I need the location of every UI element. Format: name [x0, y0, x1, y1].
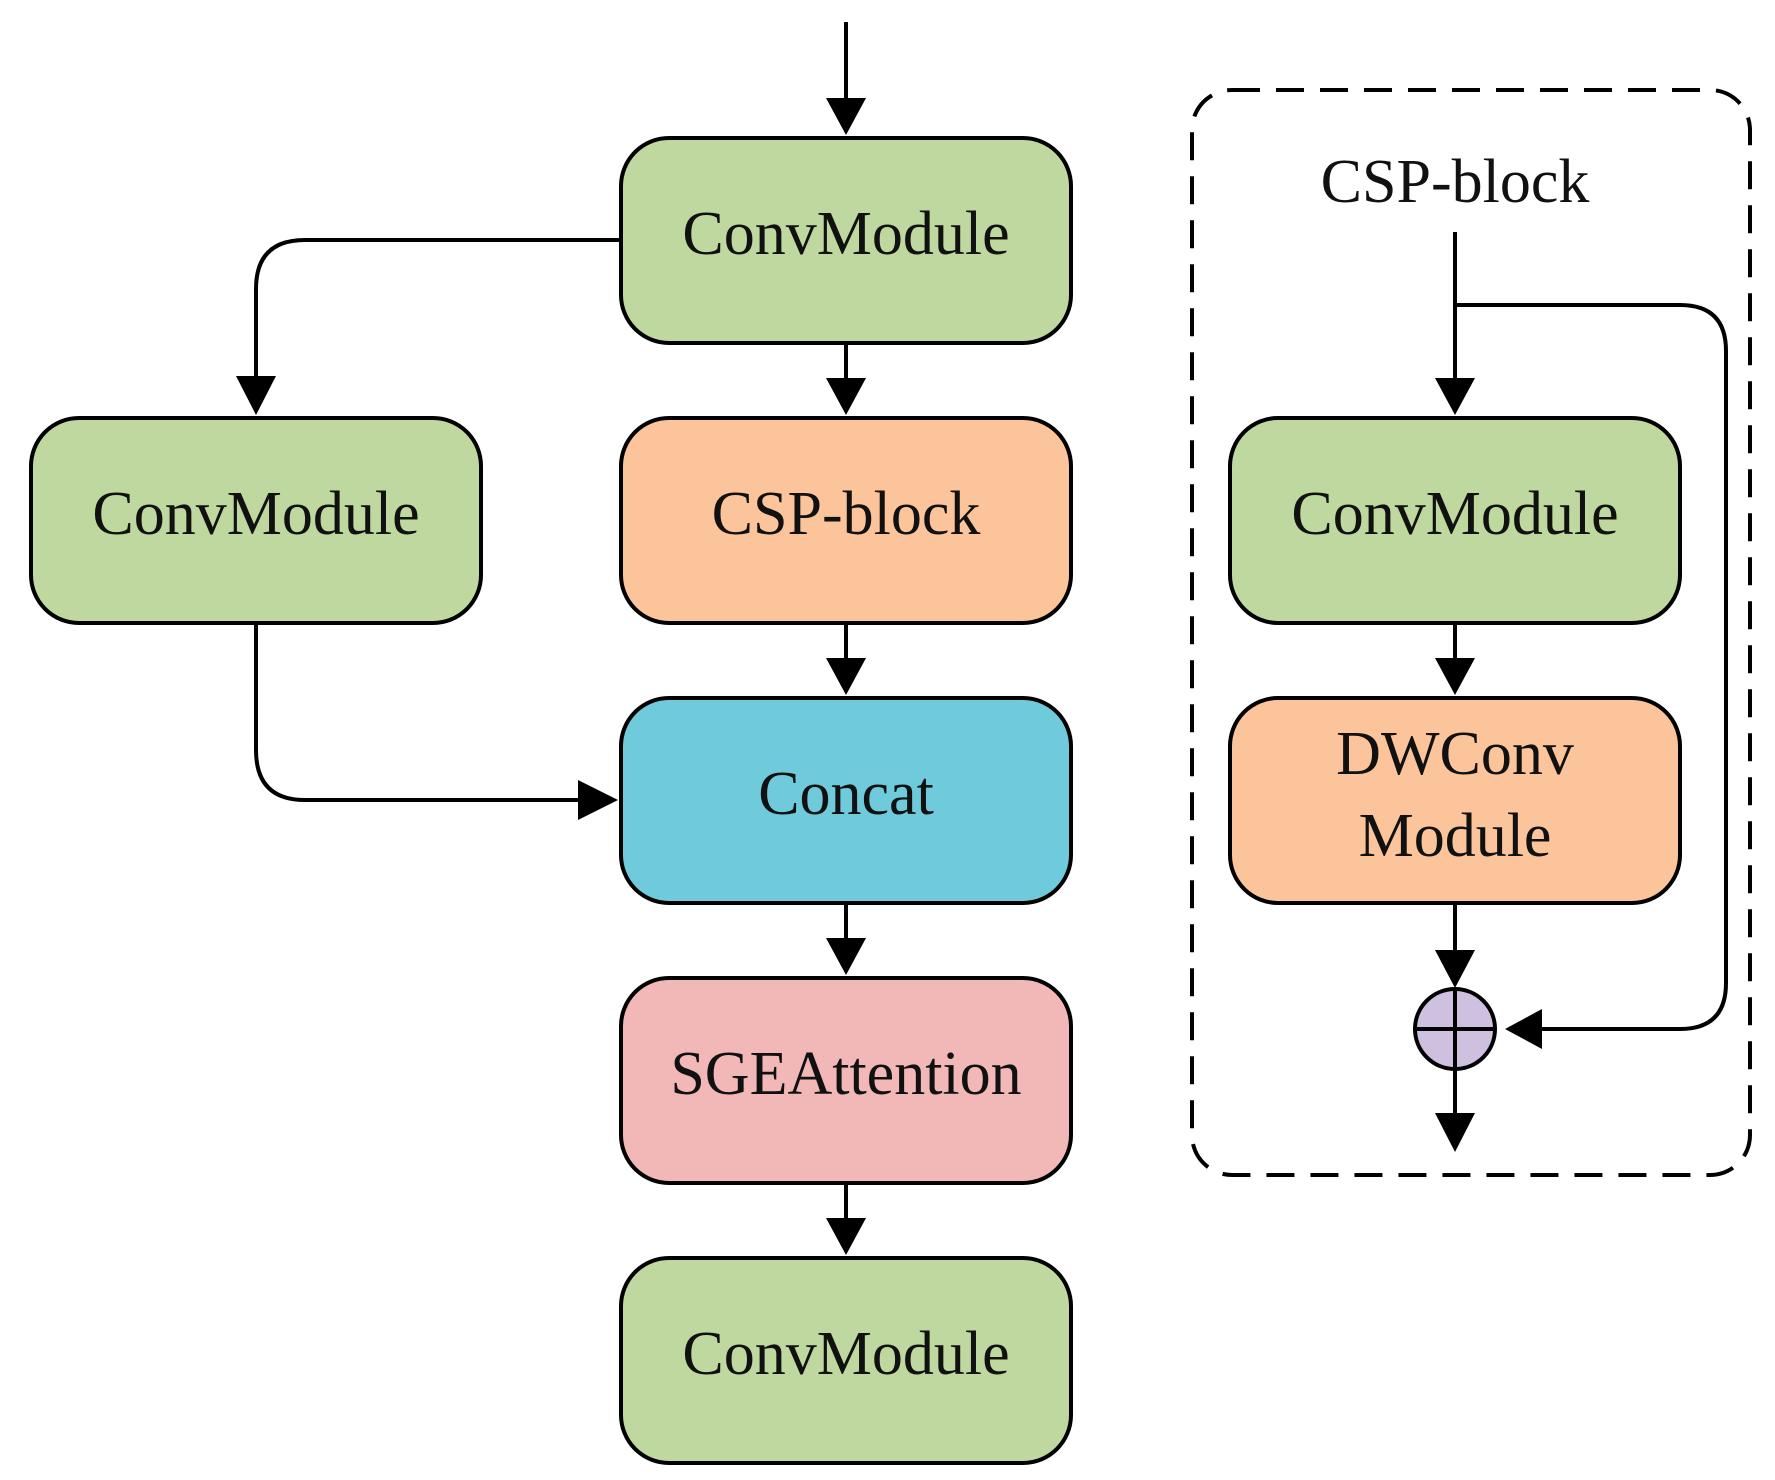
node-convmodule-top: ConvModule — [619, 136, 1073, 345]
node-convmodule-bottom: ConvModule — [619, 1256, 1073, 1465]
node-csp-block: CSP-block — [619, 416, 1073, 625]
detail-frame — [1190, 88, 1752, 1177]
detail-convmodule-label: ConvModule — [1291, 480, 1618, 548]
arrowhead-output — [1435, 1113, 1475, 1152]
arrowhead-concat-side — [578, 780, 618, 820]
convmodule-bottom-box — [619, 1256, 1073, 1465]
sgeattention-label: SGEAttention — [670, 1040, 1021, 1108]
arrowhead-skip — [1505, 1009, 1542, 1049]
detail-node-convmodule: ConvModule — [1228, 416, 1682, 625]
detail-dwconv-label-line2: Module — [1359, 802, 1552, 870]
csp-block-detail: CSP-block ConvModule DWConv Module — [1190, 88, 1752, 1177]
node-concat: Concat — [619, 696, 1073, 905]
main-edges — [236, 22, 866, 1255]
detail-dwconv-label-line1: DWConv — [1336, 720, 1574, 788]
csp-block-label: CSP-block — [712, 480, 981, 548]
arrowhead-add — [1435, 950, 1475, 988]
circle-plus-icon — [1413, 987, 1497, 1071]
convmodule-bottom-label: ConvModule — [682, 1320, 1009, 1388]
convmodule-top-label: ConvModule — [682, 200, 1009, 268]
concat-label: Concat — [758, 760, 934, 828]
arrowhead-concat — [826, 658, 866, 695]
arrowhead-sgeattention — [826, 938, 866, 975]
edge-convmodule-to-left-branch — [254, 238, 621, 378]
arrowhead-detail-conv — [1435, 378, 1475, 415]
arrowhead-left-branch — [236, 376, 276, 415]
arrowhead-dwconv — [1435, 658, 1475, 695]
detail-title: CSP-block — [1321, 148, 1590, 216]
edge-detail-skip — [1455, 303, 1728, 1031]
node-convmodule-left: ConvModule — [29, 416, 483, 625]
arrowhead-convmodule-bottom — [826, 1218, 866, 1255]
convmodule-left-label: ConvModule — [92, 480, 419, 548]
edge-left-branch-to-concat — [254, 623, 580, 802]
arrowhead-input — [826, 98, 866, 135]
detail-node-dwconv: DWConv Module — [1228, 696, 1682, 905]
arrowhead-csp — [826, 378, 866, 415]
node-sgeattention: SGEAttention — [619, 976, 1073, 1185]
